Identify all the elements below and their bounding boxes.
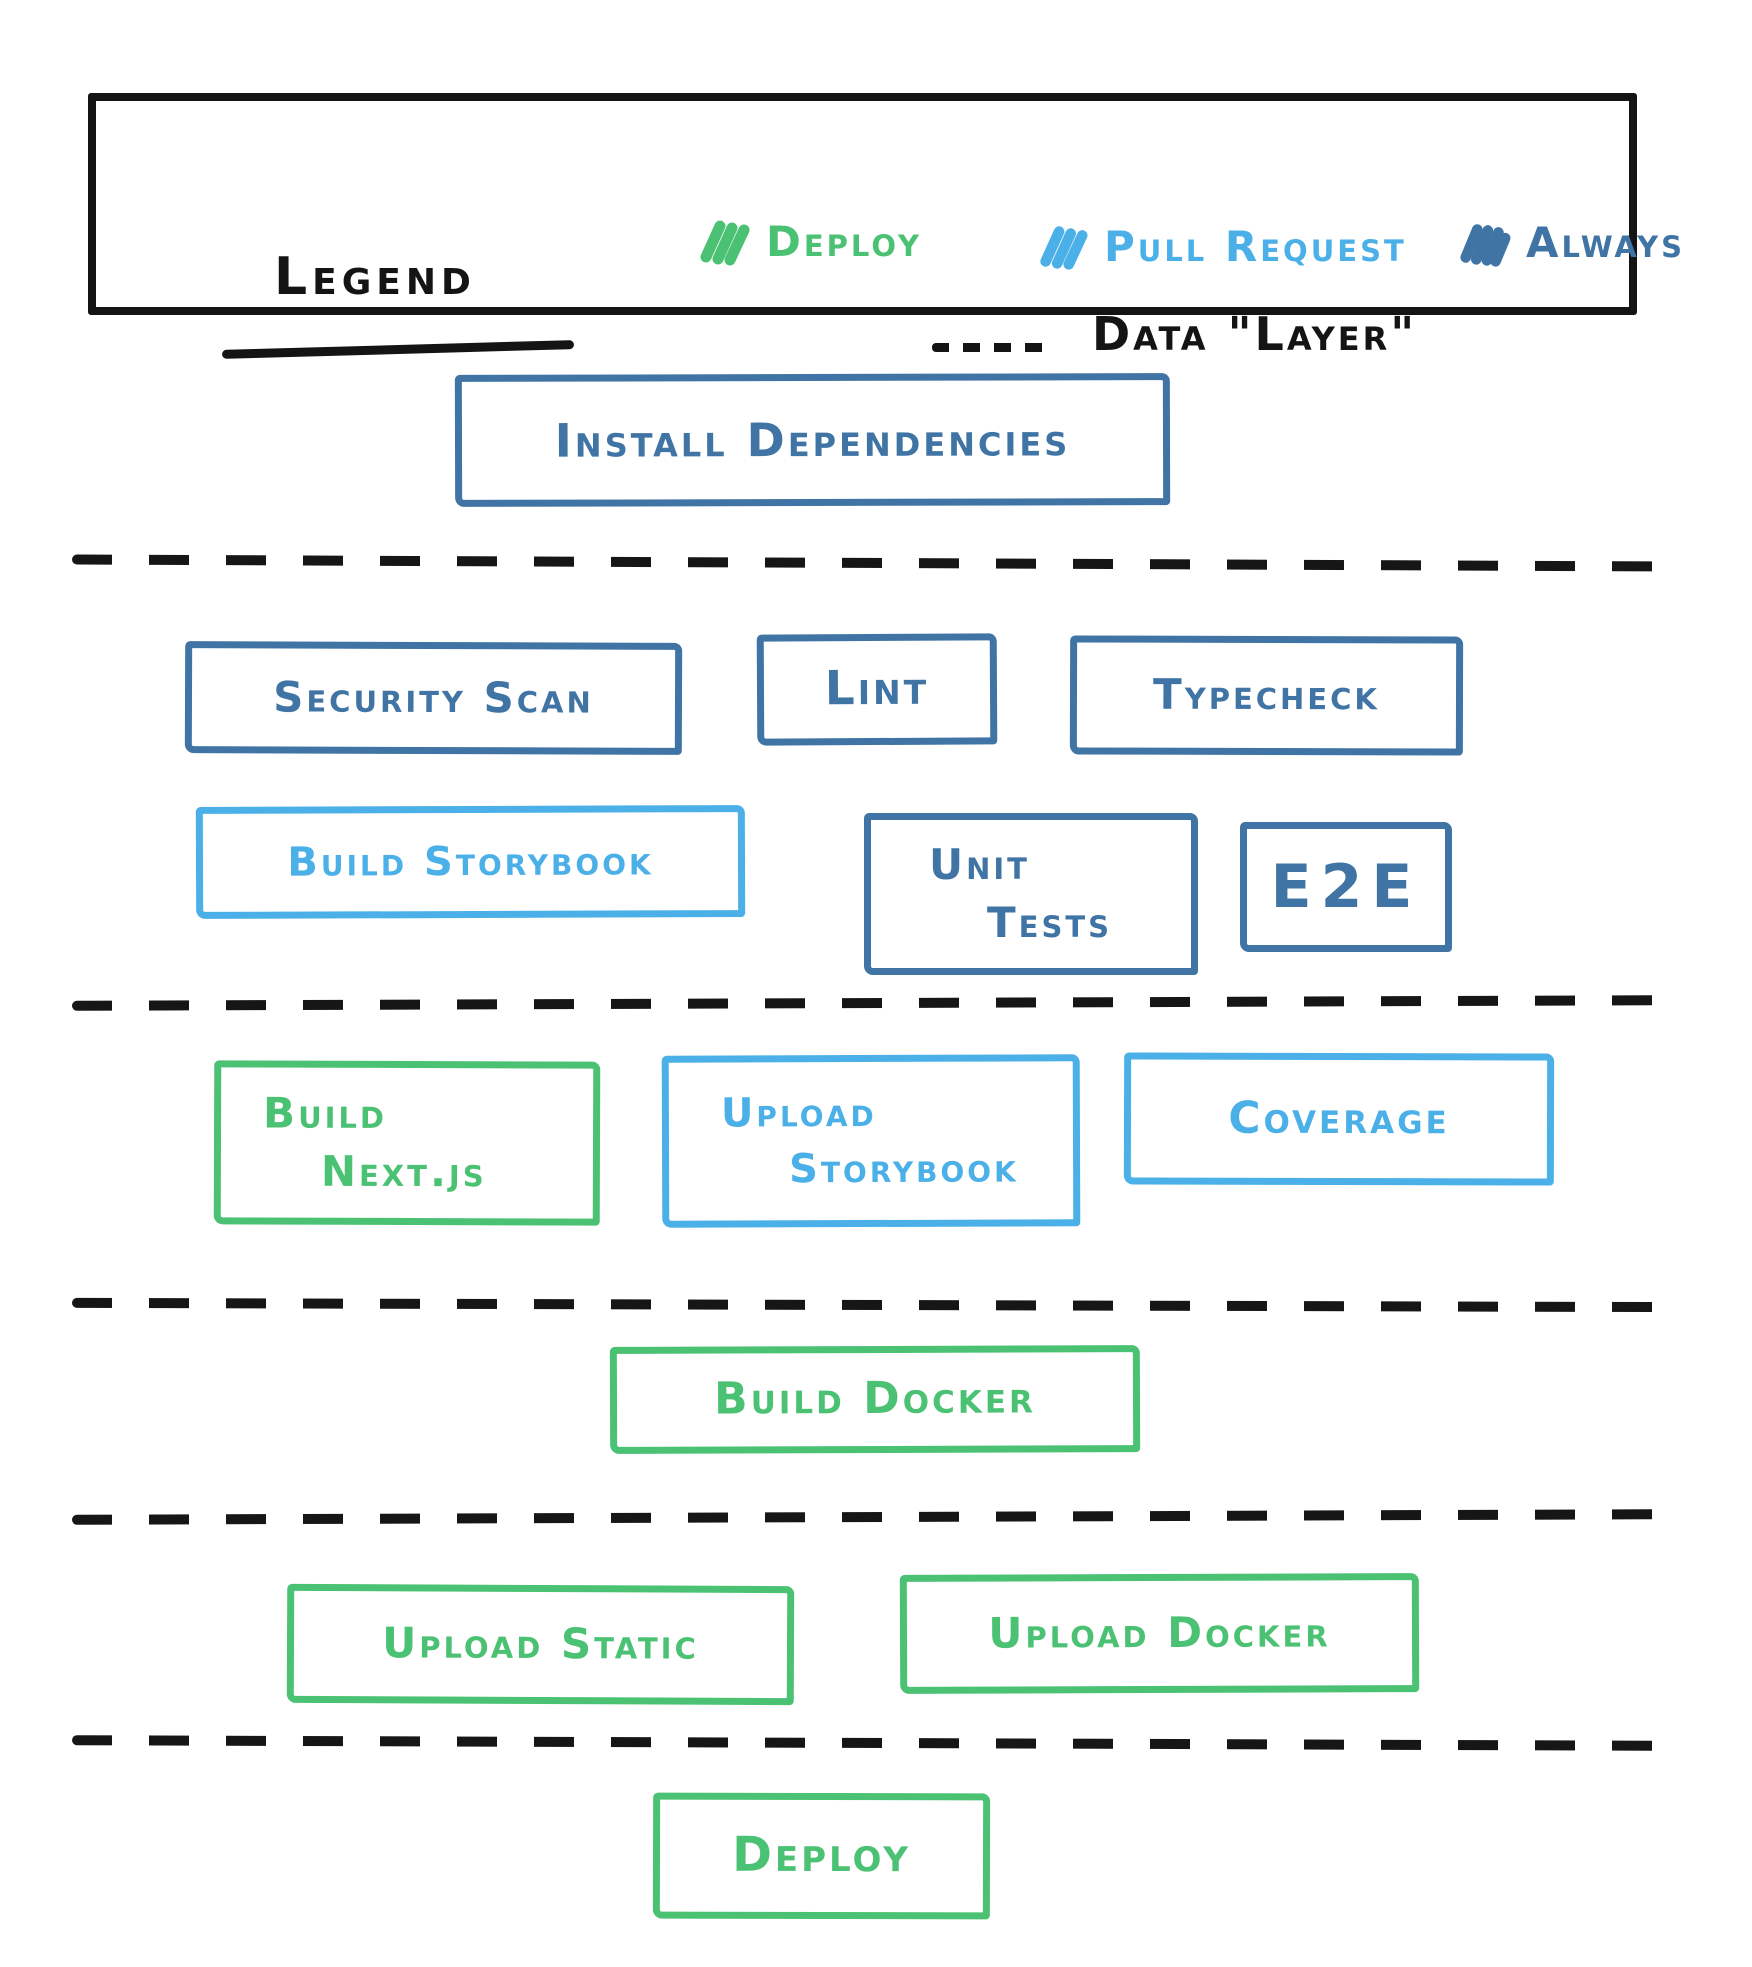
stage-label: Typecheck — [1153, 670, 1380, 720]
stage-label: Build Storybook — [287, 838, 654, 886]
stage-security-scan: Security Scan — [184, 641, 683, 755]
stage-unit-tests: Unit Tests — [864, 813, 1198, 975]
stage-label: Tests — [987, 898, 1113, 947]
stage-upload-storybook: Upload Storybook — [661, 1054, 1081, 1228]
legend-box: Legend Deploy Pull Request Always Data "… — [88, 93, 1682, 361]
stage-label: Next.js — [320, 1146, 487, 1197]
stage-build-storybook: Build Storybook — [195, 805, 746, 919]
stage-install-dependencies: Install Dependencies — [454, 373, 1171, 507]
data-layer-separator — [71, 1297, 1681, 1313]
stage-label: Build — [263, 1088, 388, 1138]
stage-label: Unit — [929, 839, 1030, 889]
stage-label: Coverage — [1228, 1092, 1450, 1144]
stage-typecheck: Typecheck — [1069, 635, 1464, 756]
stage-build-docker: Build Docker — [609, 1345, 1141, 1454]
data-layer-separator — [71, 1509, 1681, 1525]
data-layer-separator — [71, 554, 1681, 572]
legend-title: Legend — [274, 247, 476, 307]
stage-label: Lint — [824, 661, 930, 717]
stage-deploy: Deploy — [652, 1792, 991, 1920]
data-layer-separator — [71, 1735, 1681, 1751]
legend-item-pull-request: Pull Request — [1034, 221, 1407, 273]
legend-item-label: Always — [1526, 217, 1685, 267]
stage-label: Build Docker — [714, 1372, 1036, 1425]
always-scribble-icon — [1456, 217, 1512, 269]
data-layer-dash-icon — [932, 343, 1050, 352]
stage-e2e: E2E — [1240, 822, 1452, 952]
data-layer-label: Data "Layer" — [1092, 307, 1418, 361]
stage-upload-static: Upload Static — [286, 1583, 795, 1706]
stage-lint: Lint — [756, 633, 998, 746]
stage-label: Upload Static — [382, 1618, 699, 1670]
legend-item-always: Always — [1456, 217, 1685, 269]
stage-coverage: Coverage — [1123, 1052, 1555, 1186]
stage-label: Storybook — [789, 1145, 1019, 1193]
legend-item-deploy: Deploy — [694, 215, 922, 269]
data-layer-separator — [71, 995, 1681, 1011]
stage-label: Upload — [720, 1089, 877, 1137]
pull-request-scribble-icon — [1034, 221, 1090, 273]
stage-label: Deploy — [732, 1827, 911, 1884]
legend-item-label: Pull Request — [1104, 221, 1407, 271]
legend-title-underline — [221, 340, 575, 359]
stage-label: Install Dependencies — [554, 411, 1071, 468]
stage-label: Upload Docker — [988, 1607, 1331, 1658]
legend-item-label: Deploy — [766, 216, 922, 266]
stage-label: Security Scan — [273, 672, 594, 723]
legend-item-data-layer: Data "Layer" — [932, 307, 1417, 361]
stage-build-nextjs: Build Next.js — [213, 1060, 601, 1226]
stage-label: E2E — [1270, 851, 1422, 922]
stage-upload-docker: Upload Docker — [899, 1573, 1420, 1694]
deploy-scribble-icon — [694, 215, 752, 269]
